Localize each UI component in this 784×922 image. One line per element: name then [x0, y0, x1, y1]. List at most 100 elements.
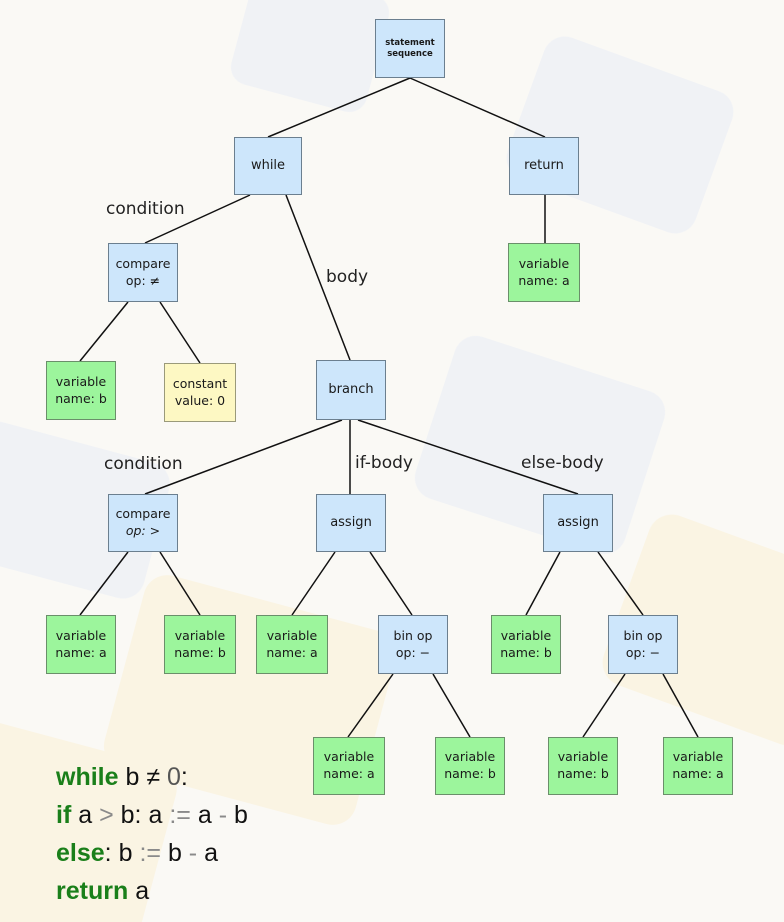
code-token: b [233, 801, 248, 829]
keyword-while: while [56, 763, 119, 791]
edge-label-condition-while: condition [106, 199, 185, 219]
node-label: variable [518, 255, 570, 271]
code-token: a [197, 801, 212, 829]
code-operator: - [188, 839, 198, 867]
node-label: assign [330, 515, 372, 531]
node-label: op: > [125, 523, 161, 538]
code-token: b [167, 839, 182, 867]
edge-compare1-const [159, 301, 201, 364]
edge-branch-assign2 [357, 419, 579, 495]
node-label: statement [385, 37, 435, 48]
node-label: op: − [395, 644, 431, 660]
node-label: name: b [55, 390, 107, 406]
node-label: variable [55, 373, 107, 389]
node-label: variable [323, 749, 375, 765]
code-line-if: if a > b: a := a - b [56, 796, 248, 834]
edge-binop1-var-a [347, 673, 394, 738]
edge-binop1-var-b [432, 673, 471, 738]
node-while: while [234, 137, 302, 195]
code-line-while: while b ≠ 0: [56, 758, 248, 796]
node-assign-if: assign [316, 494, 386, 552]
node-label: variable [444, 749, 496, 765]
code-number: 0 [167, 763, 181, 791]
edge-while-compare1 [144, 194, 251, 244]
edge-while-branch [285, 194, 351, 361]
node-label: op: ≠ [125, 272, 161, 288]
node-variable-b: variable name: b [548, 737, 618, 795]
keyword-return: return [56, 877, 129, 905]
node-label: sequence [387, 48, 433, 59]
code-operator: ≠ [146, 763, 161, 791]
node-statement-sequence: statement sequence [375, 19, 445, 78]
code-token: : [104, 839, 112, 867]
code-token: : [180, 763, 188, 791]
node-label: while [250, 158, 286, 174]
node-compare-neq: compare op: ≠ [108, 243, 178, 302]
node-label: constant [172, 375, 228, 391]
edge-binop2-var-a [662, 673, 699, 738]
node-label: compare [115, 506, 171, 522]
node-label: name: b [444, 766, 496, 781]
code-token: b [125, 763, 140, 791]
keyword-if: if [56, 801, 72, 829]
node-label: name: a [266, 644, 318, 660]
edge-binop2-var-b [582, 673, 626, 738]
edge-assign2-binop [597, 551, 644, 616]
node-variable-b: variable name: b [435, 737, 505, 795]
edge-label-else-body: else-body [521, 453, 604, 473]
node-label: name: a [55, 644, 107, 660]
node-variable-b: variable name: b [491, 615, 561, 674]
node-label: branch [328, 382, 374, 398]
edge-compare2-var-b [159, 551, 201, 616]
node-label: assign [557, 515, 599, 531]
node-label: name: b [174, 644, 226, 660]
edge-root-return [409, 77, 546, 138]
node-label: bin op [623, 627, 663, 643]
node-assign-else: assign [543, 494, 613, 552]
node-bin-op-else: bin op op: − [608, 615, 678, 674]
node-label: variable [55, 627, 107, 643]
edge-assign2-var-b [525, 551, 561, 616]
node-label: variable [174, 627, 226, 643]
edge-label-condition-branch: condition [104, 454, 183, 474]
node-variable-b: variable name: b [164, 615, 236, 674]
code-operator: > [99, 801, 114, 829]
edge-compare2-var-a [79, 551, 129, 616]
node-label: variable [672, 749, 724, 765]
node-compare-gt: compare op: > [108, 494, 178, 552]
edge-label-if-body: if-body [355, 453, 413, 473]
node-label: name: b [500, 644, 552, 660]
node-branch: branch [316, 360, 386, 420]
node-bin-op-if: bin op op: − [378, 615, 448, 674]
node-label: variable [557, 749, 609, 765]
node-label: return [524, 158, 564, 174]
edge-root-while [267, 77, 411, 138]
code-operator: := [169, 801, 191, 829]
edge-assign1-var-a [291, 551, 336, 616]
node-label: op: − [625, 644, 661, 660]
code-token: a [204, 839, 218, 867]
code-token: a [78, 801, 93, 829]
node-variable-a: variable name: a [256, 615, 328, 674]
node-return: return [509, 137, 579, 195]
code-listing: while b ≠ 0: if a > b: a := a - b else: … [56, 758, 248, 910]
node-label: variable [500, 627, 552, 643]
code-token: a [135, 877, 150, 905]
node-label: compare [115, 255, 171, 271]
code-line-return: return a [56, 872, 248, 910]
code-operator: := [139, 839, 161, 867]
code-line-else: else: b := b - a [56, 834, 248, 872]
node-variable-a: variable name: a [313, 737, 385, 795]
node-label: variable [266, 627, 318, 643]
node-variable-a: variable name: a [46, 615, 116, 674]
edge-branch-compare2 [144, 419, 343, 495]
edge-compare1-var [79, 301, 129, 362]
code-token: a [148, 801, 163, 829]
node-variable-a: variable name: a [663, 737, 733, 795]
node-label: name: b [557, 766, 609, 781]
node-label: name: a [518, 272, 570, 288]
code-token: b [118, 839, 133, 867]
edge-assign1-binop [369, 551, 413, 616]
keyword-else: else [56, 839, 105, 867]
